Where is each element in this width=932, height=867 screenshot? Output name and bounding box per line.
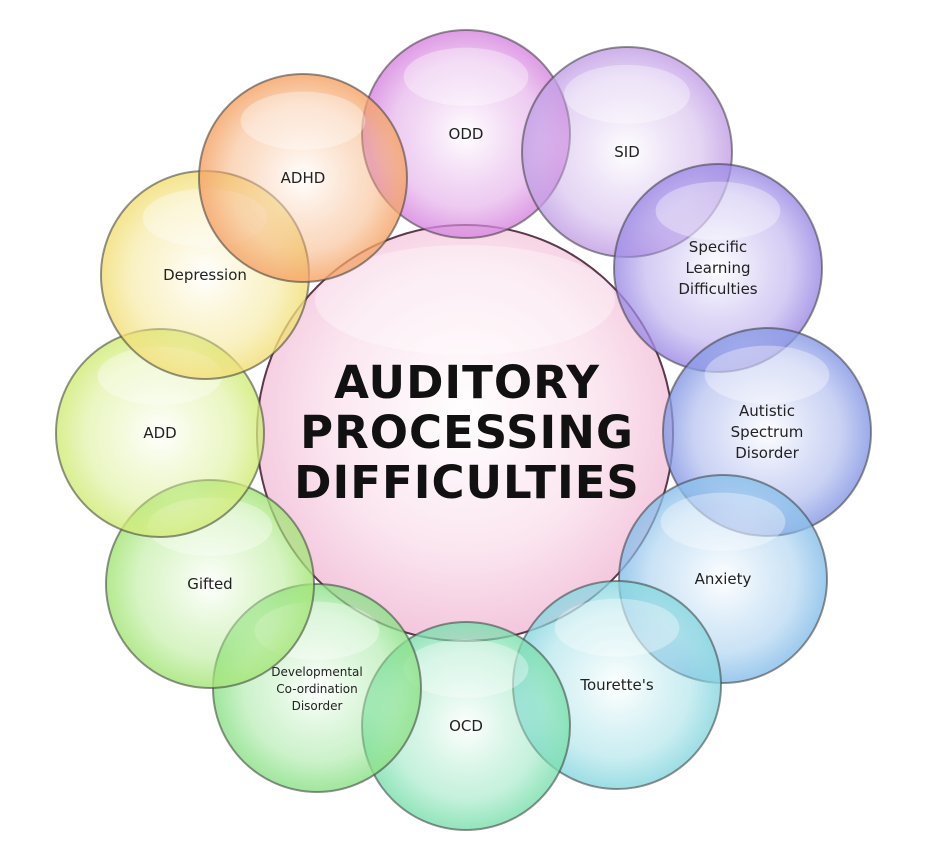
bubble-label-add-0: ADD (143, 424, 176, 442)
center-title-line-2: PROCESSING (300, 406, 634, 459)
bubble-highlight-odd (403, 47, 529, 106)
bubble-label-asd-2: Disorder (735, 444, 799, 462)
bubble-add: ADD (55, 328, 265, 538)
bubble-label-sld-0: Specific (689, 238, 747, 256)
bubble-label-asd-1: Spectrum (731, 423, 804, 441)
bubble-label-gifted-0: Gifted (187, 575, 232, 593)
bubble-highlight-tourettes (554, 598, 680, 657)
bubble-label-dcd-1: Co-ordination (276, 682, 357, 696)
bubble-label-depression-0: Depression (163, 266, 247, 284)
bubble-label-odd-0: ODD (449, 125, 484, 143)
bubble-circle-adhd (198, 73, 408, 283)
bubble-label-ocd-0: OCD (449, 717, 483, 735)
bubble-label-dcd-0: Developmental (271, 665, 362, 679)
center-title-line-1: AUDITORY (334, 356, 600, 409)
bubble-odd: ODD (361, 29, 571, 239)
bubble-highlight-sid (564, 64, 690, 124)
center-highlight (315, 245, 615, 355)
bubble-highlight-sld (655, 181, 781, 240)
bubble-highlight-ocd (403, 639, 529, 698)
bubble-label-dcd-2: Disorder (292, 699, 343, 713)
bubble-label-sid-0: SID (614, 143, 640, 161)
bubble-adhd: ADHD (198, 73, 408, 283)
bubble-label-tourettes-0: Tourette's (579, 676, 653, 694)
center-title-line-3: DIFFICULTIES (294, 456, 640, 509)
bubble-label-sld-2: Difficulties (678, 280, 757, 298)
bubble-label-anxiety-0: Anxiety (695, 570, 752, 588)
bubble-label-adhd-0: ADHD (281, 169, 326, 187)
bubble-label-asd-0: Autistic (739, 402, 795, 420)
bubble-label-sld-1: Learning (685, 259, 750, 277)
bubble-highlight-anxiety (660, 492, 786, 551)
bubble-highlight-asd (704, 345, 830, 404)
bubble-highlight-adhd (240, 91, 366, 150)
